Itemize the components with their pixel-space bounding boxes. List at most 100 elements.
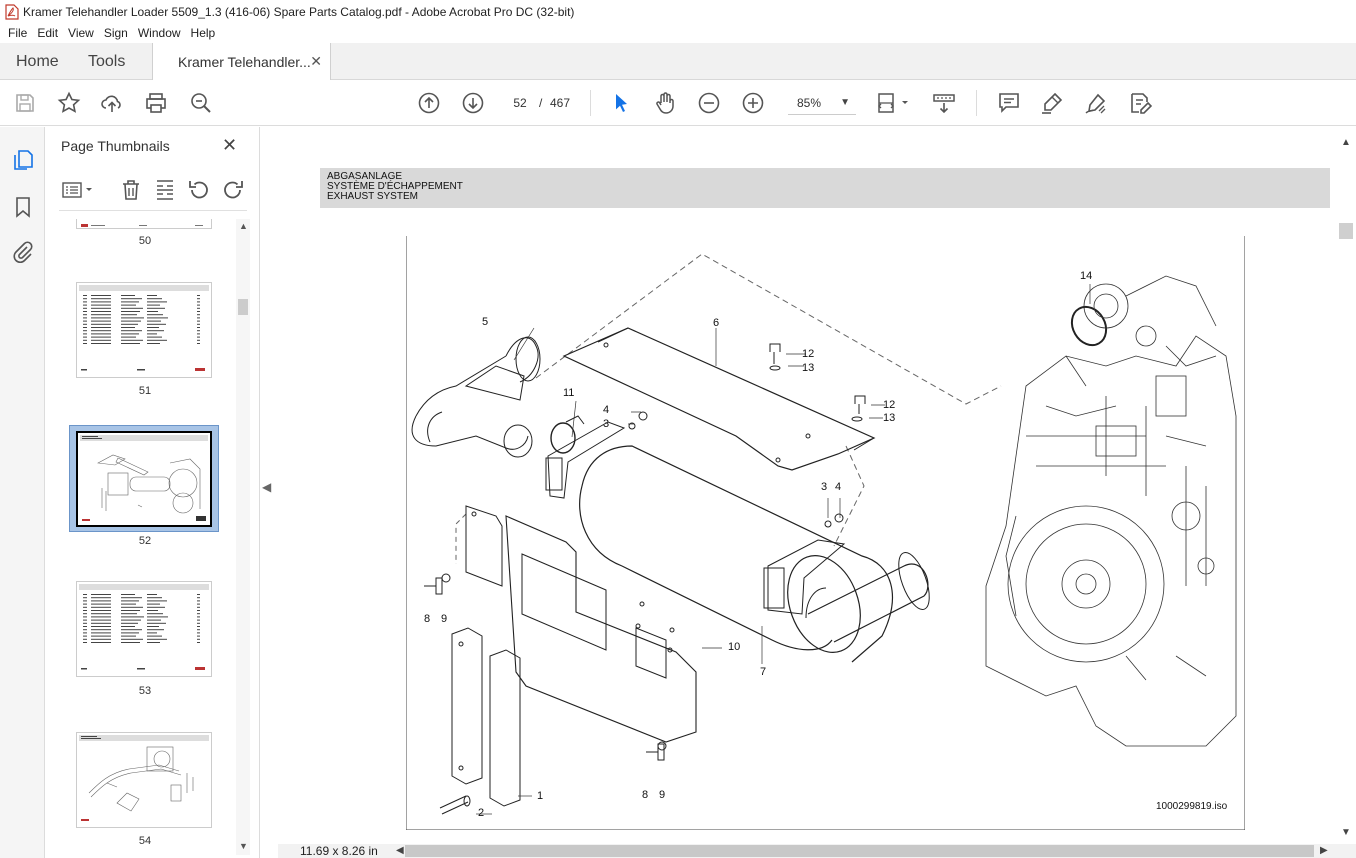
bookmark-star-icon[interactable]	[57, 91, 81, 115]
thumbnail-label: 53	[138, 685, 152, 697]
rotate-left-icon[interactable]	[187, 178, 211, 202]
edit-pdf-icon[interactable]	[1128, 91, 1153, 115]
thumbnail-scrollbar[interactable]: ▲ ▼	[236, 219, 250, 855]
highlight-icon[interactable]	[1040, 91, 1064, 115]
exhaust-system-drawing: 5 6 12 13 12 13 4 3 11 3 4 14 5 10 8 9 8…	[406, 236, 1245, 830]
callout-label: 2	[478, 807, 484, 819]
scroll-down-icon[interactable]: ▼	[239, 841, 248, 851]
callout-label: 6	[713, 317, 719, 329]
print-icon[interactable]	[144, 91, 168, 115]
callout-label: 12	[802, 348, 814, 360]
header-line-fr: SYSTÈME D'ÉCHAPPEMENT	[327, 181, 463, 192]
menu-help[interactable]: Help	[190, 26, 216, 40]
thumbnail-label: 52	[138, 535, 152, 547]
header-line-de: ABGASANLAGE	[327, 171, 403, 182]
select-arrow-icon[interactable]	[609, 91, 633, 115]
drawing-id: 1000299819.iso	[1156, 801, 1228, 812]
thumbnail-page[interactable]	[76, 219, 212, 229]
options-menu-icon[interactable]	[61, 178, 95, 202]
sign-icon[interactable]	[1084, 91, 1108, 115]
collapse-panel-icon[interactable]: ◀	[262, 480, 272, 494]
fit-page-icon[interactable]	[876, 91, 912, 115]
page-down-icon[interactable]	[461, 91, 485, 115]
callout-label: 9	[659, 789, 665, 801]
attachment-icon[interactable]	[11, 240, 35, 264]
callout-label: 4	[603, 404, 609, 416]
thumbnails-panel: Page Thumbnails ✕ 50 51	[45, 127, 260, 858]
menu-view[interactable]: View	[68, 26, 94, 40]
toolbar-divider	[976, 90, 977, 116]
delete-page-icon[interactable]	[119, 178, 143, 202]
tab-tools[interactable]: Tools	[88, 53, 126, 70]
toolbar: 52 / 467 85% ▼	[0, 80, 1356, 126]
left-rail	[0, 127, 45, 858]
callout-label: 4	[835, 481, 841, 493]
callout-label: 13	[802, 362, 814, 374]
extract-page-icon[interactable]	[153, 178, 177, 202]
acrobat-icon	[5, 3, 19, 20]
upload-icon[interactable]	[100, 91, 124, 115]
panel-title: Page Thumbnails	[61, 138, 170, 154]
scroll-left-icon[interactable]: ◀	[396, 845, 404, 856]
callout-label: 12	[883, 399, 895, 411]
thumbnail-page-selected[interactable]	[76, 431, 212, 527]
scroll-up-icon[interactable]: ▲	[1341, 137, 1351, 148]
tab-document-label: Kramer Telehandler...	[178, 54, 311, 70]
title-bar: Kramer Telehandler Loader 5509_1.3 (416-…	[0, 0, 1356, 23]
page-up-icon[interactable]	[417, 91, 441, 115]
close-panel-icon[interactable]: ✕	[222, 135, 238, 155]
callout-label: 5	[482, 316, 488, 328]
callout-label: 14	[1080, 270, 1092, 282]
zoom-search-icon[interactable]	[189, 91, 213, 115]
callout-label: 13	[883, 412, 895, 424]
toolbar-divider	[590, 90, 591, 116]
scroll-mode-icon[interactable]	[932, 91, 956, 115]
document-scroll-thumb[interactable]	[1339, 223, 1353, 239]
thumbnail-scroll-thumb[interactable]	[238, 299, 248, 315]
menu-bar: File Edit View Sign Window Help	[0, 23, 1356, 43]
save-icon[interactable]	[13, 91, 37, 115]
scroll-up-icon[interactable]: ▲	[239, 221, 248, 231]
tab-bar: Home Tools Kramer Telehandler... ✕	[0, 43, 1356, 81]
bookmark-icon[interactable]	[11, 195, 35, 219]
rotate-right-icon[interactable]	[221, 178, 245, 202]
thumbnail-label: 51	[138, 385, 152, 397]
callout-label: 1	[537, 790, 543, 802]
tab-home[interactable]: Home	[16, 53, 59, 70]
thumbnail-page[interactable]	[76, 581, 212, 677]
close-tab-icon[interactable]: ✕	[310, 53, 322, 69]
callout-label: 7	[760, 666, 766, 678]
menu-edit[interactable]: Edit	[37, 26, 59, 40]
document-scrollbar[interactable]: ▲ ▼	[1336, 127, 1356, 844]
callout-label: 8	[642, 789, 648, 801]
horizontal-scroll-thumb[interactable]	[405, 845, 1314, 857]
status-bar: 11.69 x 8.26 in ◀ ▶	[278, 844, 1356, 858]
menu-window[interactable]: Window	[137, 26, 181, 40]
menu-sign[interactable]: Sign	[103, 26, 128, 40]
hand-icon[interactable]	[653, 91, 677, 115]
comment-icon[interactable]	[997, 91, 1021, 115]
zoom-select[interactable]: 85% ▼	[788, 91, 856, 115]
page-number-input[interactable]: 52	[505, 91, 535, 115]
thumbnail-page[interactable]	[76, 282, 212, 378]
menu-file[interactable]: File	[8, 26, 28, 40]
zoom-in-icon[interactable]	[741, 91, 765, 115]
scroll-right-icon[interactable]: ▶	[1320, 845, 1328, 856]
page-thumbnails-icon[interactable]	[11, 148, 35, 172]
section-header: ABGASANLAGE SYSTÈME D'ÉCHAPPEMENT EXHAUS…	[320, 168, 1330, 208]
pdf-page: ABGASANLAGE SYSTÈME D'ÉCHAPPEMENT EXHAUS…	[278, 127, 1336, 844]
chevron-down-icon: ▼	[840, 97, 850, 108]
tab-document[interactable]: Kramer Telehandler... ✕	[152, 43, 331, 81]
header-line-en: EXHAUST SYSTEM	[327, 191, 418, 202]
zoom-out-icon[interactable]	[697, 91, 721, 115]
zoom-value: 85%	[797, 96, 822, 110]
scroll-down-icon[interactable]: ▼	[1341, 827, 1351, 838]
thumbnail-page[interactable]	[76, 732, 212, 828]
thumbnail-toolbar	[59, 175, 247, 211]
page-separator: /	[539, 96, 543, 110]
callout-label: 3	[821, 481, 827, 493]
page-size: 11.69 x 8.26 in	[300, 844, 378, 858]
document-viewport[interactable]: ABGASANLAGE SYSTÈME D'ÉCHAPPEMENT EXHAUS…	[278, 127, 1336, 844]
callout-label: 3	[603, 418, 609, 430]
page-total: 467	[550, 96, 571, 110]
